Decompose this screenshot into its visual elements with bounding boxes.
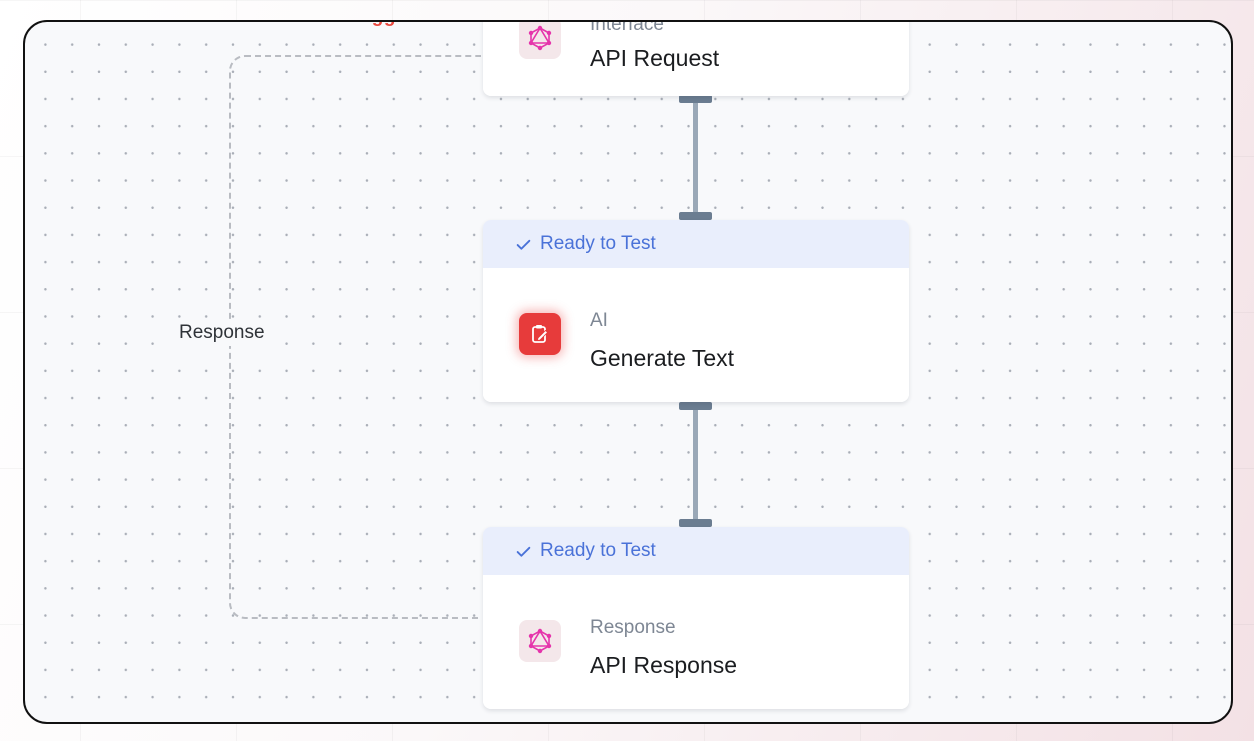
graphql-icon [519, 22, 561, 59]
node-category: AI [590, 310, 608, 331]
check-icon [516, 546, 531, 557]
node-title: API Request [590, 45, 720, 71]
trigger-label: Trigger [347, 22, 415, 28]
node-generate-text[interactable]: Ready to Test AI Generate Text [483, 220, 909, 402]
edit-document-icon [519, 313, 561, 355]
response-loop-label: Response [173, 320, 271, 346]
node-api-request[interactable]: Interface API Request [483, 20, 909, 96]
graphql-icon [519, 620, 561, 662]
check-icon [516, 239, 531, 250]
connector-handle-bottom[interactable] [679, 212, 712, 220]
node-status-label: Ready to Test [540, 233, 656, 254]
connector-request-to-ai[interactable] [693, 100, 698, 214]
node-status: Ready to Test [483, 220, 909, 268]
node-title: Generate Text [590, 345, 735, 371]
connector-handle-top[interactable] [679, 402, 712, 410]
connector-ai-to-response[interactable] [693, 406, 698, 522]
node-category: Interface [590, 20, 664, 35]
node-status: Ready to Test [483, 527, 909, 575]
node-category: Response [590, 617, 676, 638]
node-status-label: Ready to Test [540, 540, 656, 561]
node-title: API Response [590, 652, 738, 678]
node-api-response[interactable]: Ready to Test Response API Response [483, 527, 909, 709]
connector-handle-bottom[interactable] [679, 519, 712, 527]
connector-handle-top[interactable] [679, 95, 712, 103]
workflow-canvas[interactable]: Trigger Response Interface API Request [23, 20, 1233, 724]
